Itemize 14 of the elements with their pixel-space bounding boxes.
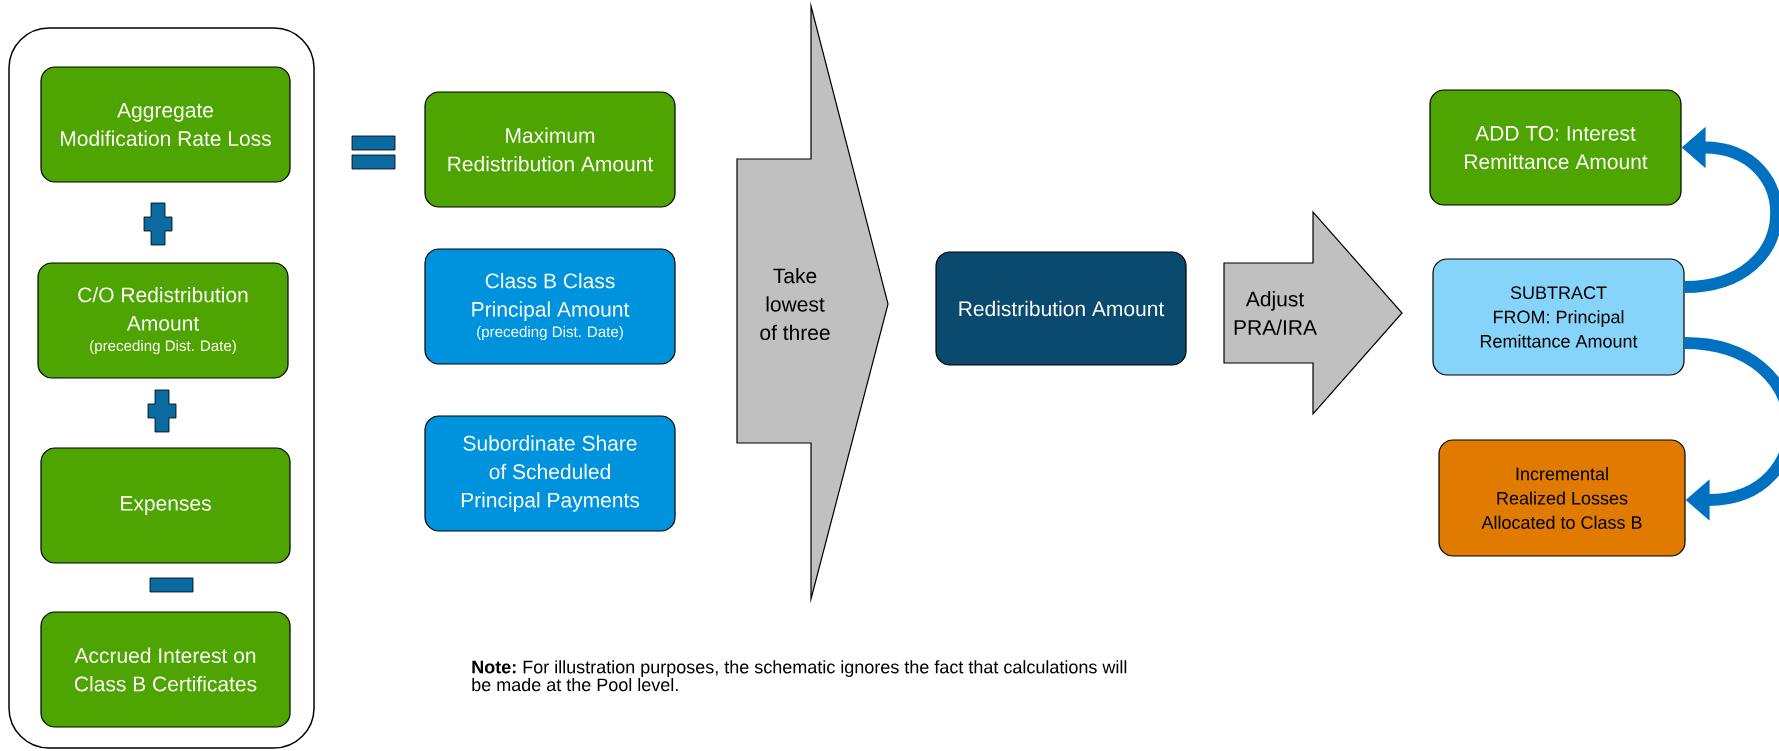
process-box: Expenses [40, 447, 291, 564]
process-box: Maximum Redistribution Amount [424, 91, 676, 208]
curved-arrow [1684, 337, 1779, 521]
process-box: Redistribution Amount [935, 251, 1187, 366]
process-box: Incremental Realized Losses Allocated to Class B [1438, 439, 1686, 557]
process-box: C/O Redistribution Amount (preceding Dist. Date) [37, 262, 289, 379]
note-text: Note: For illustration purposes, the schematic ignores the fact that calculations will be made at the Pool level. [472, 660, 1127, 692]
process-box: ADD TO: Interest Remittance Amount [1429, 89, 1682, 206]
process-box: Subordinate Share of Scheduled Principal Payments [424, 415, 676, 532]
group-frame [8, 27, 315, 749]
process-box: Class B Class Principal Amount (preceding Dist. Date) [424, 248, 676, 365]
process-box: Aggregate Modification Rate Loss [40, 66, 291, 183]
process-box: SUBTRACT FROM: Principal Remittance Amount [1432, 258, 1685, 376]
process-box: Accrued Interest on Class B Certificates [40, 611, 291, 728]
